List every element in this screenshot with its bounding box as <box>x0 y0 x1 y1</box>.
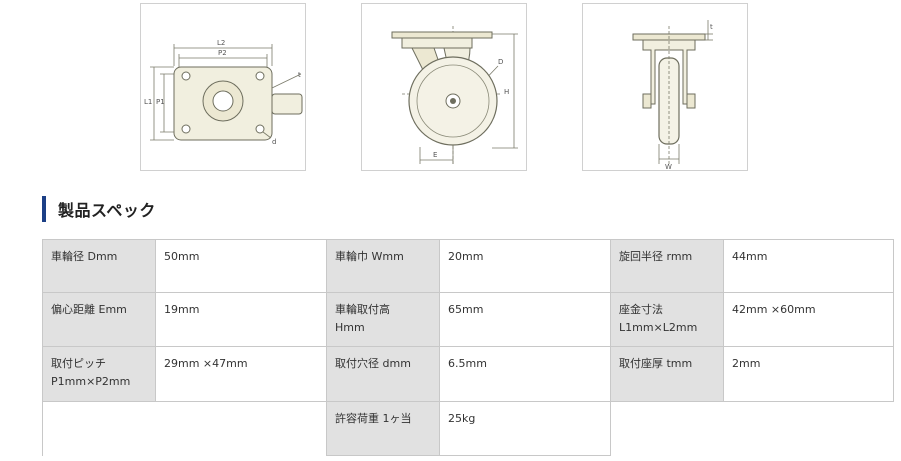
dim-t: t <box>298 71 301 79</box>
spec-label-hole-diameter: 取付穴径 dmm <box>326 346 439 401</box>
table-divider <box>42 401 894 402</box>
spec-value-swivel-radius: 44mm <box>723 239 894 292</box>
front-view-figure: t W <box>582 3 748 171</box>
table-divider <box>42 292 894 293</box>
table-border <box>326 455 611 456</box>
dim-l1: L1 <box>144 98 152 106</box>
table-divider <box>326 239 327 456</box>
spec-value-plate-thickness: 2mm <box>723 346 894 401</box>
spec-value-plate-size: 42mm ×60mm <box>723 292 894 346</box>
spec-label-wheel-diameter: 車輪径 Dmm <box>42 239 155 292</box>
dim-w: W <box>665 163 672 170</box>
table-divider <box>439 239 440 456</box>
table-border <box>42 239 43 456</box>
dim-e: E <box>433 151 437 159</box>
table-divider <box>610 239 611 456</box>
table-border <box>42 239 894 240</box>
dim-p2: P2 <box>218 49 227 57</box>
section-title: 製品スペック <box>58 201 156 220</box>
spec-value-load-capacity: 25kg <box>439 401 610 456</box>
dim-h: H <box>504 88 509 96</box>
spec-value-hole-diameter: 6.5mm <box>439 346 610 401</box>
dim-d: d <box>272 138 276 146</box>
spec-value-wheel-diameter: 50mm <box>155 239 326 292</box>
top-view-figure: L2 P2 L1 P1 t d <box>140 3 306 171</box>
dim-p1: P1 <box>156 98 165 106</box>
heading-accent-bar <box>42 196 46 222</box>
dim-d-wheel: D <box>498 58 503 66</box>
spec-label-offset: 偏心距離 Emm <box>42 292 155 346</box>
spec-label-plate-thickness: 取付座厚 tmm <box>610 346 723 401</box>
spec-label-mount-pitch: 取付ピッチ P1mm×P2mm <box>42 346 155 401</box>
spec-value-mount-pitch: 29mm ×47mm <box>155 346 326 401</box>
dim-l2: L2 <box>217 39 225 47</box>
section-heading: 製品スペック <box>42 196 156 222</box>
table-divider <box>723 239 724 401</box>
table-divider <box>42 346 894 347</box>
table-border <box>893 239 894 401</box>
spec-table: 車輪径 Dmm 50mm 車輪巾 Wmm 20mm 旋回半径 rmm 44mm … <box>42 239 894 456</box>
spec-label-load-capacity: 許容荷重 1ヶ当 <box>326 401 439 456</box>
top-view-drawing: L2 P2 L1 P1 t d <box>144 39 303 146</box>
spec-label-mount-height: 車輪取付高 Hmm <box>326 292 439 346</box>
side-view-figure: H D E <box>361 3 527 171</box>
spec-label-swivel-radius: 旋回半径 rmm <box>610 239 723 292</box>
table-divider <box>155 239 156 401</box>
front-view-drawing: t W <box>632 20 713 170</box>
dim-t-front: t <box>710 23 713 31</box>
spec-value-wheel-width: 20mm <box>439 239 610 292</box>
spec-label-plate-size: 座金寸法 L1mm×L2mm <box>610 292 723 346</box>
spec-value-mount-height: 65mm <box>439 292 610 346</box>
spec-label-wheel-width: 車輪巾 Wmm <box>326 239 439 292</box>
spec-value-offset: 19mm <box>155 292 326 346</box>
side-view-drawing: H D E <box>391 26 518 164</box>
